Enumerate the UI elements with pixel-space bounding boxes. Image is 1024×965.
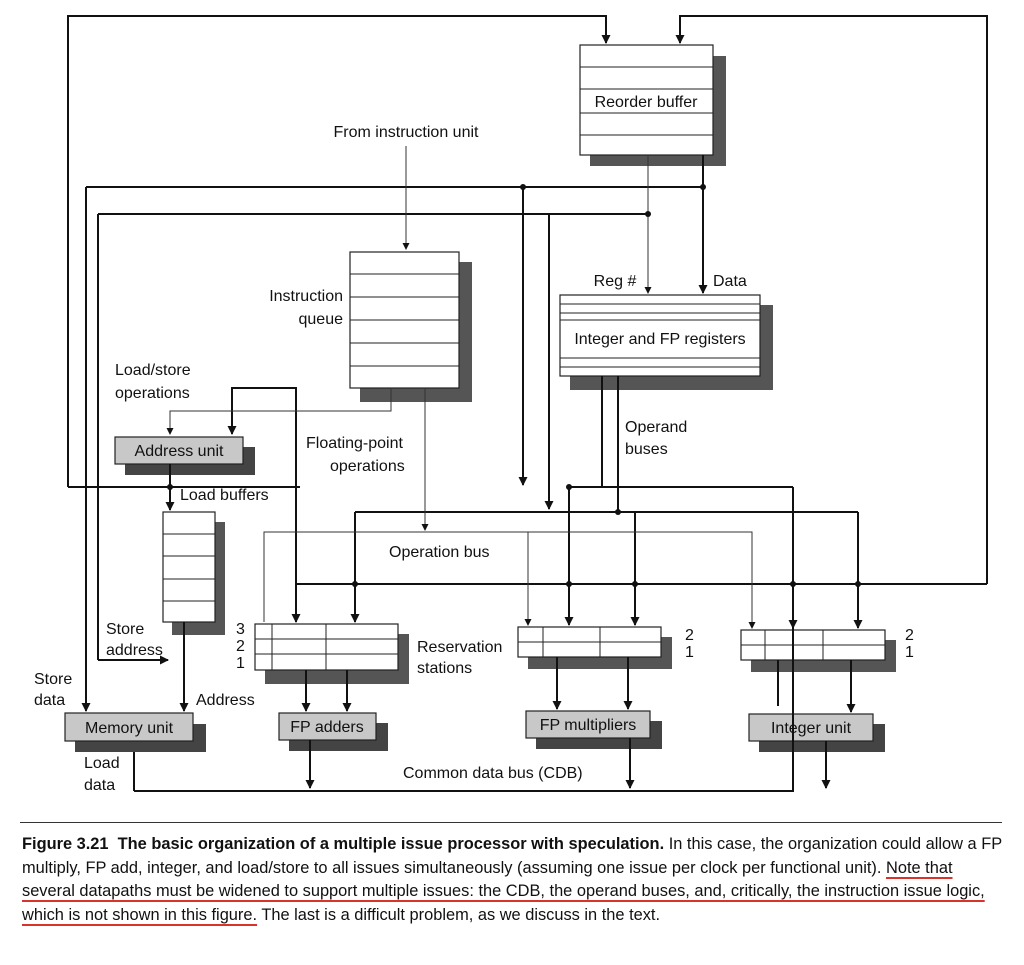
junction-dots [167,184,861,587]
fp-operations-label-2: operations [330,458,405,475]
cdb-label: Common data bus (CDB) [403,765,583,782]
store-address-label-1: Store [106,621,144,638]
instruction-queue [349,251,472,402]
reorder-buffer: Reorder buffer [579,44,726,166]
fp-adder-reservation-stations [254,623,409,684]
rs-row-2: 2 [236,638,245,655]
fp-multipliers-unit: FP multipliers [525,710,662,749]
load-buffers [162,511,225,635]
int-rs-row-2: 2 [905,627,914,644]
figure-label: Figure 3.21 [22,835,109,853]
instruction-queue-label-2: queue [299,311,344,328]
integer-fp-registers: Integer and FP registers [559,294,773,390]
address-unit: Address unit [114,436,255,475]
thin-wires [166,146,756,629]
fp-multiplier-reservation-stations [517,626,672,669]
load-data-label-1: Load [84,755,120,772]
address-label: Address [196,692,255,709]
mul-rs-row-1: 1 [685,644,694,661]
load-buffers-label: Load buffers [180,487,269,504]
reservation-stations-label-1: Reservation [417,639,502,656]
store-data-label-2: data [34,692,65,709]
fp-multipliers-label: FP multipliers [540,717,637,734]
integer-reservation-stations [740,629,896,672]
mul-rs-row-2: 2 [685,627,694,644]
operand-buses-label-1: Operand [625,419,687,436]
integer-unit-label: Integer unit [771,720,852,737]
fp-adders-label: FP adders [290,719,364,736]
address-unit-label: Address unit [135,443,224,460]
store-address-label-2: address [106,642,163,659]
caption-separator [20,822,1002,823]
rs-row-3: 3 [236,621,245,638]
from-instruction-unit-label: From instruction unit [334,124,479,141]
operation-bus-label: Operation bus [389,544,490,561]
integer-unit-box: Integer unit [748,713,885,752]
int-rs-row-1: 1 [905,644,914,661]
caption-text-1: In this case, the organization could all… [22,835,1002,877]
reg-num-label: Reg # [594,273,637,290]
rs-row-1: 1 [236,655,245,672]
store-data-label-1: Store [34,671,72,688]
caption-text-2: The last is a difficult problem, as we d… [261,905,661,924]
load-store-label-1: Load/store [115,362,191,379]
caption-highlighted-text: Note that several datapaths must be wide… [22,858,985,924]
load-data-label-2: data [84,777,115,794]
reorder-buffer-label: Reorder buffer [595,94,699,111]
operand-buses-label-2: buses [625,441,668,458]
datapath-wires [67,15,988,792]
processor-diagram: Reorder buffer Instruction queue Integer… [34,15,988,794]
registers-label: Integer and FP registers [574,331,745,348]
reservation-stations-label-2: stations [417,660,472,677]
data-label: Data [713,273,747,290]
memory-unit: Memory unit [64,712,206,752]
fp-adders-unit: FP adders [278,712,388,751]
fp-operations-label-1: Floating-point [306,435,404,452]
instruction-queue-label-1: Instruction [269,288,343,305]
figure-title: The basic organization of a multiple iss… [117,835,665,853]
memory-unit-label: Memory unit [85,720,174,737]
figure-caption: Figure 3.21 The basic organization of a … [22,833,1002,927]
load-store-label-2: operations [115,385,190,402]
